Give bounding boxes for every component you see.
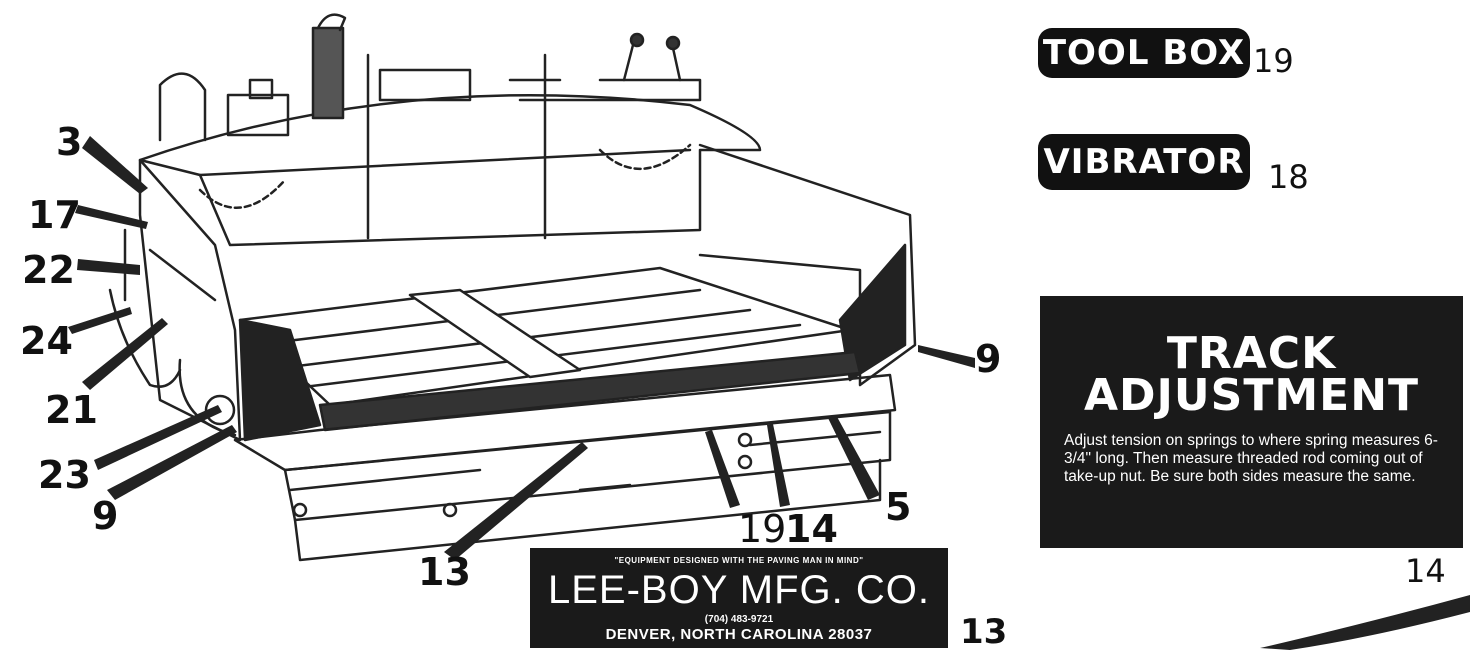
leader-9-left — [107, 425, 237, 500]
callout-23: 23 — [38, 453, 91, 497]
leader-9-right — [918, 345, 975, 368]
leader-21 — [82, 318, 168, 390]
track-instructions: Adjust tension on springs to where sprin… — [1064, 432, 1438, 485]
company-address: DENVER, NORTH CAROLINA 28037 — [605, 626, 873, 643]
company-slogan: "EQUIPMENT DESIGNED WITH THE PAVING MAN … — [614, 556, 864, 565]
auger-bar — [318, 350, 862, 432]
callout-24: 24 — [20, 319, 73, 363]
callout-14: 14 — [785, 507, 838, 551]
callout-21: 21 — [45, 388, 98, 432]
tool-box-decal: TOOL BOX — [1038, 28, 1250, 78]
track-edge — [1260, 595, 1470, 650]
company-decal: "EQUIPMENT DESIGNED WITH THE PAVING MAN … — [530, 548, 948, 648]
leader-23 — [94, 405, 222, 470]
leader-14 — [767, 424, 790, 507]
leader-17 — [75, 205, 148, 229]
leader-3 — [82, 136, 148, 194]
control-lever — [622, 43, 635, 82]
company-phone: (704) 483-9721 — [704, 614, 774, 625]
chain-left — [198, 178, 287, 210]
vibrator-decal: VIBRATOR — [1038, 134, 1250, 190]
tool-box-number: 19 — [1253, 42, 1294, 80]
callout-22: 22 — [22, 248, 75, 292]
leader-24 — [68, 307, 132, 334]
callout-9-left: 9 — [92, 494, 119, 538]
vibrator-label: VIBRATOR — [1043, 142, 1245, 182]
track-adjustment-decal: TRACK ADJUSTMENT Adjust tension on sprin… — [1040, 296, 1463, 548]
vibrator-number: 18 — [1268, 158, 1309, 196]
engine-cover — [138, 93, 762, 247]
callout-5: 5 — [885, 485, 912, 529]
track-title-line2: ADJUSTMENT — [1083, 370, 1420, 421]
leader-5 — [828, 415, 880, 500]
callout-13: 13 — [418, 550, 471, 594]
track-title-line1: TRACK — [1166, 328, 1337, 379]
exhaust-stack — [311, 26, 345, 120]
tool-box-label: TOOL BOX — [1042, 33, 1246, 73]
track-adjustment-number: 14 — [1405, 552, 1446, 590]
chain-right — [598, 143, 692, 171]
leader-13 — [444, 442, 588, 560]
callout-3: 3 — [56, 120, 83, 164]
leader-22 — [77, 259, 140, 275]
callout-9-right: 9 — [975, 337, 1002, 381]
screed — [233, 373, 897, 472]
company-decal-number: 13 — [960, 612, 1008, 652]
company-name: LEE-BOY MFG. CO. — [548, 568, 930, 612]
leader-19 — [705, 430, 740, 508]
right-hopper-wing — [698, 143, 917, 387]
callout-17: 17 — [28, 193, 81, 237]
callout-19: 19 — [738, 507, 787, 551]
